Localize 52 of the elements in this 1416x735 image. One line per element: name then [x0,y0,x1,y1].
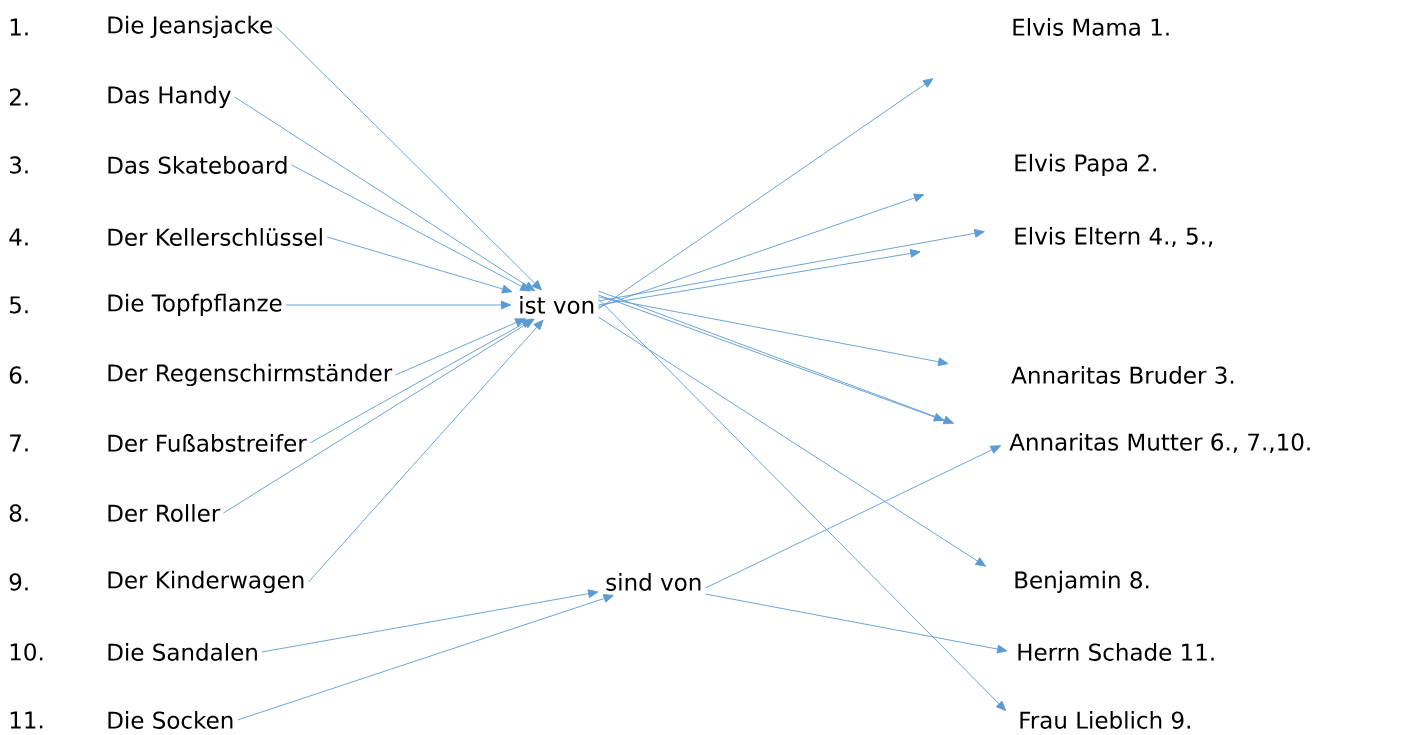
item-number: 9. [9,573,28,591]
item-text: Die Socken [108,711,233,729]
connector-word: sind von [606,573,701,591]
item-number: 8. [9,504,28,522]
arrow [326,236,513,294]
item-text: Der Roller [108,504,221,522]
arrow [597,228,985,302]
arrow [223,318,535,514]
arrow [309,318,532,444]
item-text: Der Kinderwagen [108,570,304,594]
item-text: Das Skateboard [108,156,287,174]
arrow [308,319,544,583]
arrow [291,164,531,292]
item-text: Die Topfpflanze [108,293,282,317]
owner-text: Annaritas Mutter 6., 7.,10. [1009,432,1310,454]
item-number: 7. [10,434,28,452]
item-number: 3. [9,156,28,174]
owner-text: Elvis Mama 1. [1013,18,1169,36]
arrow [234,96,535,292]
arrow [597,193,925,308]
arrow [394,318,526,376]
owner-text: Herrn Schade 11. [1018,643,1214,661]
item-text: Der Kellerschlüssel [108,228,322,246]
owner-text: Elvis Eltern 4., 5., [1015,226,1213,248]
connector-word: ist von [520,296,594,314]
item-text: Die Sandalen [108,643,257,661]
arrow [597,316,986,567]
arrow [597,78,934,310]
arrow [597,298,1007,712]
item-number: 11. [10,711,43,729]
item-number: 5. [10,296,28,314]
arrow [275,26,542,291]
item-number: 2. [9,88,28,106]
item-number: 4. [9,228,28,246]
owner-text: Benjamin 8. [1015,570,1149,594]
arrow [261,589,599,653]
arrow [705,593,1008,654]
owner-text: Frau Lieblich 9. [1020,711,1190,729]
arrow [597,296,949,367]
item-number: 6. [9,366,28,384]
arrow [705,445,1001,589]
arrow [237,594,614,721]
item-number: 10. [10,643,43,661]
owner-text: Annaritas Bruder 3. [1011,366,1234,384]
item-text: Der Fußabstreifer [108,434,307,452]
item-text: Das Handy [108,85,231,109]
item-text: Die Jeansjacke [108,15,272,39]
item-number: 1. [10,18,28,36]
owner-text: Elvis Papa 2. [1015,153,1156,177]
item-text: Der Regenschirmständer [108,363,393,387]
arrow [597,249,921,306]
arrow [285,300,512,310]
